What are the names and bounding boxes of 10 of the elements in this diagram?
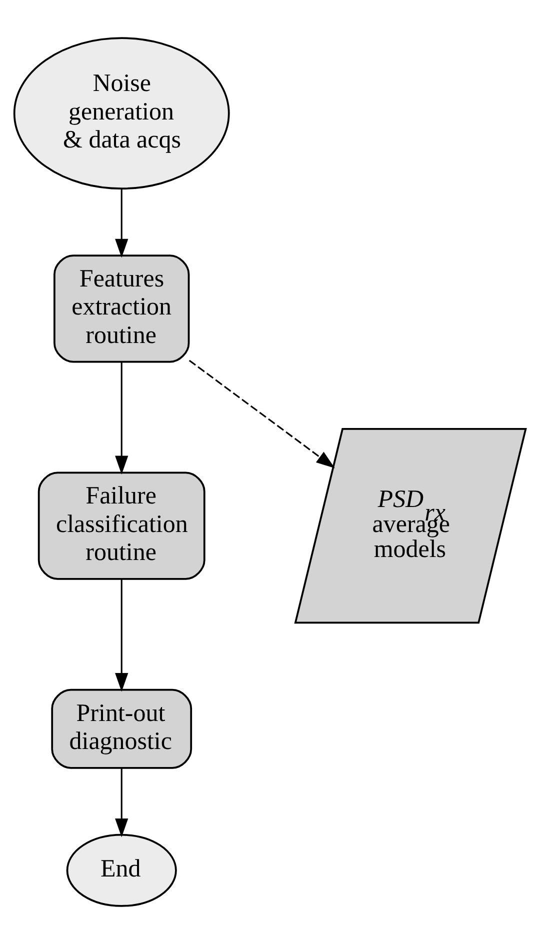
arrow bbox=[115, 188, 128, 258]
arrow bbox=[188, 360, 335, 468]
arrow bbox=[115, 362, 128, 475]
node-ellipse: Noise generation & data acqs bbox=[13, 37, 230, 190]
node-box: Features extraction routine bbox=[54, 254, 190, 363]
node-box: Print-out diagnostic bbox=[51, 688, 192, 769]
arrow bbox=[115, 768, 128, 838]
arrow bbox=[115, 579, 128, 692]
node-ellipse: End bbox=[66, 834, 177, 907]
node-box: Failure classification routine bbox=[38, 472, 206, 580]
